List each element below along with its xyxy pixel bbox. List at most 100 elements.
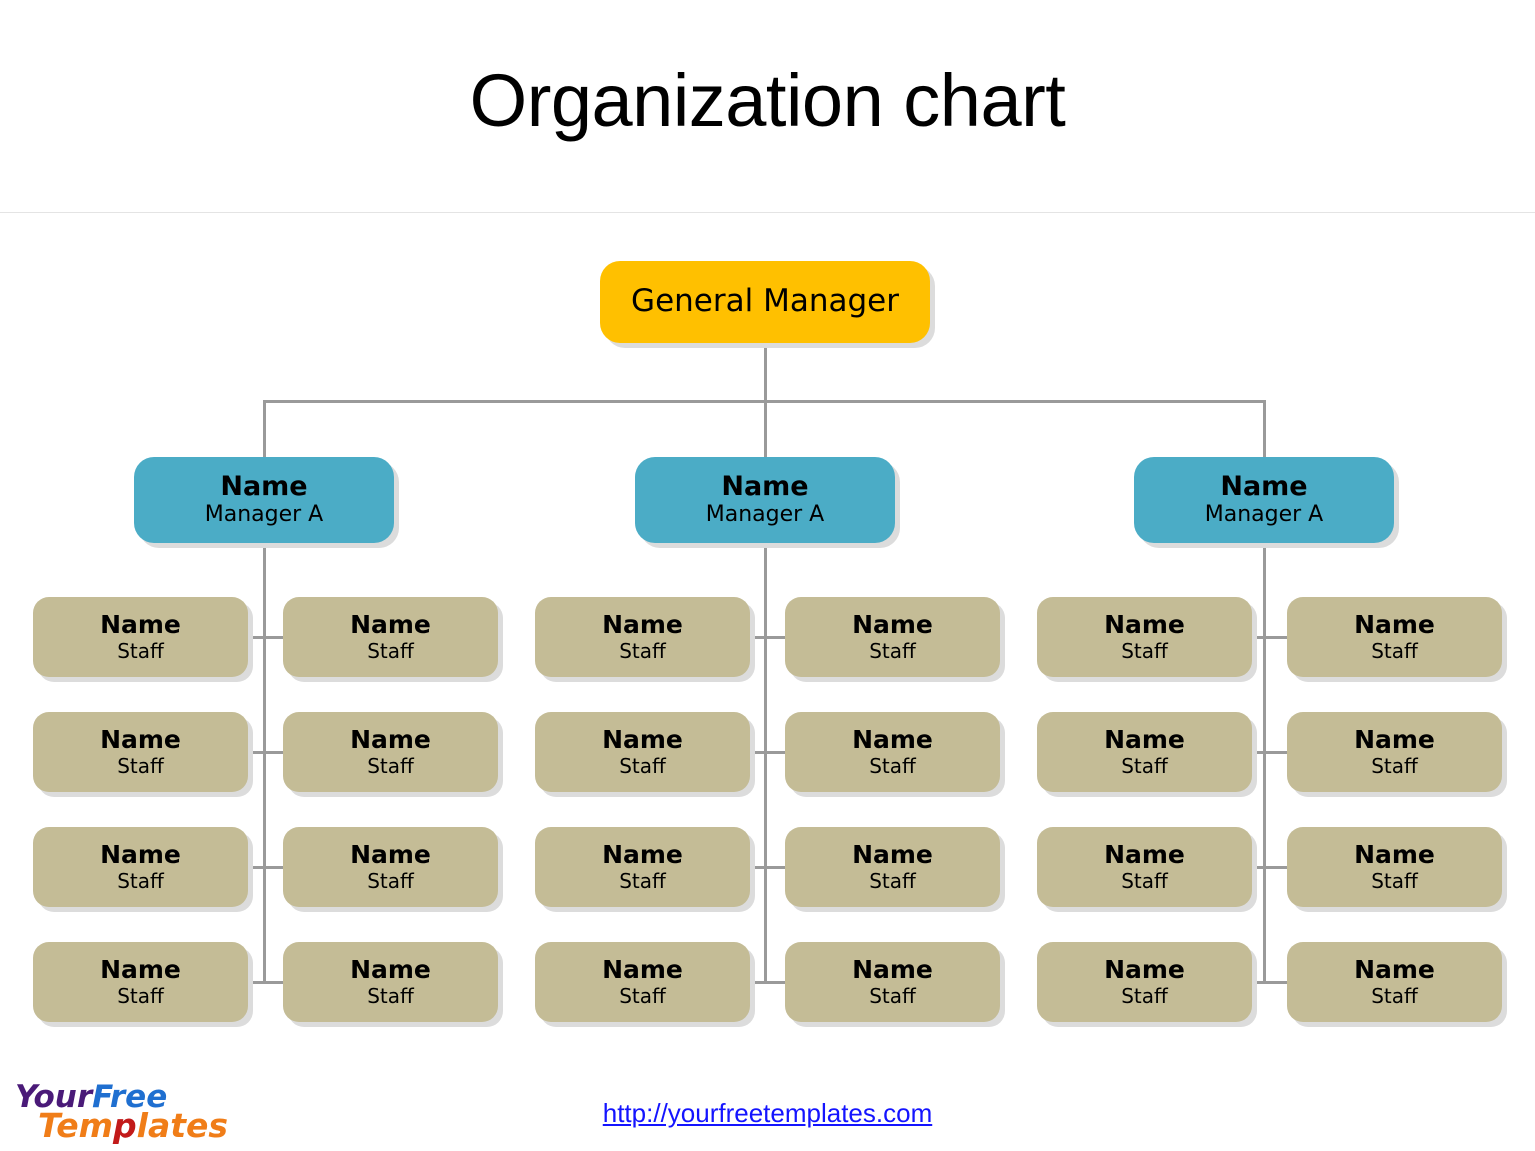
node-manager-2-role: Manager A <box>705 502 825 528</box>
node-staff-2-2-2-role: Staff <box>869 754 916 779</box>
connector-staff-spine-1 <box>263 543 266 982</box>
node-staff-2-4-1-role: Staff <box>619 984 666 1009</box>
logo-row-2: Templates <box>38 1106 228 1145</box>
node-manager-3-role: Manager A <box>1204 502 1324 528</box>
node-staff-1-1-2-role: Staff <box>367 639 414 664</box>
node-staff-3-3-1-name: Name <box>1104 839 1185 869</box>
connector-staff-stub-r-1-4 <box>263 981 283 984</box>
node-staff-1-4-2-role: Staff <box>367 984 414 1009</box>
node-staff-3-2-2-name: Name <box>1354 724 1435 754</box>
node-staff-2-1-1-role: Staff <box>619 639 666 664</box>
connector-manager-drop-2 <box>764 400 767 457</box>
connector-staff-stub-r-3-2 <box>1263 751 1287 754</box>
node-staff-2-3-2-role: Staff <box>869 869 916 894</box>
node-staff-1-3-1-role: Staff <box>117 869 164 894</box>
logo-word-free: Free <box>92 1079 168 1115</box>
node-staff-1-4-2-name: Name <box>350 954 431 984</box>
node-staff-3-4-2-role: Staff <box>1371 984 1418 1009</box>
yourfreetemplates-logo: YourFree Templates <box>10 1079 228 1145</box>
node-staff-1-3-2-name: Name <box>350 839 431 869</box>
connector-staff-stub-r-1-2 <box>263 751 283 754</box>
node-staff-3-4-1-name: Name <box>1104 954 1185 984</box>
node-manager-1-role: Manager A <box>204 502 324 528</box>
node-staff-2-4-2-name: Name <box>852 954 933 984</box>
node-staff-1-2-1-role: Staff <box>117 754 164 779</box>
connector-manager-drop-1 <box>263 400 266 457</box>
site-url[interactable]: http://yourfreetemplates.com <box>0 1098 1535 1129</box>
site-url-link[interactable]: http://yourfreetemplates.com <box>602 1098 933 1128</box>
node-staff-2-1-1-name: Name <box>602 609 683 639</box>
logo-word-tem: Tem <box>38 1106 114 1145</box>
node-staff-3-4-1-role: Staff <box>1121 984 1168 1009</box>
node-staff-1-2-1-name: Name <box>100 724 181 754</box>
node-staff-1-4-1-name: Name <box>100 954 181 984</box>
node-staff-3-2-1-role: Staff <box>1121 754 1168 779</box>
logo-row-1: YourFree <box>15 1079 167 1115</box>
connector-staff-stub-r-2-1 <box>764 636 785 639</box>
connector-staff-spine-3 <box>1263 543 1266 982</box>
node-staff-3-3-2-name: Name <box>1354 839 1435 869</box>
node-staff-1-1-1-role: Staff <box>117 639 164 664</box>
node-general-manager-name: General Manager <box>631 283 899 320</box>
connector-staff-stub-l-1-3 <box>248 866 263 869</box>
node-staff-3-4-2-name: Name <box>1354 954 1435 984</box>
connector-staff-stub-l-3-1 <box>1252 636 1263 639</box>
connector-staff-stub-r-2-3 <box>764 866 785 869</box>
connector-manager-drop-3 <box>1263 400 1266 457</box>
connector-staff-stub-r-2-4 <box>764 981 785 984</box>
node-staff-2-2-1-name: Name <box>602 724 683 754</box>
connector-staff-spine-2 <box>764 543 767 982</box>
node-manager-2-name: Name <box>721 471 809 503</box>
node-manager-3-name: Name <box>1220 471 1308 503</box>
node-general-manager[interactable]: General Manager <box>600 261 930 343</box>
node-staff-2-4-2-role: Staff <box>869 984 916 1009</box>
node-staff-1-1-2-name: Name <box>350 609 431 639</box>
node-staff-1-3-2-role: Staff <box>367 869 414 894</box>
logo-word-your: Your <box>15 1079 93 1115</box>
node-staff-1-1-1-name: Name <box>100 609 181 639</box>
node-staff-3-1-2-name: Name <box>1354 609 1435 639</box>
connector-staff-stub-r-3-4 <box>1263 981 1287 984</box>
connector-staff-stub-l-2-1 <box>750 636 764 639</box>
connector-staff-stub-l-2-4 <box>750 981 764 984</box>
connector-staff-stub-r-1-3 <box>263 866 283 869</box>
connector-staff-stub-r-3-1 <box>1263 636 1287 639</box>
logo-word-lates: lates <box>136 1106 229 1145</box>
connector-staff-stub-l-1-2 <box>248 751 263 754</box>
logo-word-p: p <box>113 1106 137 1145</box>
node-manager-1-name: Name <box>220 471 308 503</box>
node-staff-1-4-1-role: Staff <box>117 984 164 1009</box>
node-staff-3-2-2-role: Staff <box>1371 754 1418 779</box>
connector-staff-stub-l-3-4 <box>1252 981 1263 984</box>
node-staff-2-2-1-role: Staff <box>619 754 666 779</box>
node-staff-3-1-1-role: Staff <box>1121 639 1168 664</box>
connector-staff-stub-l-3-2 <box>1252 751 1263 754</box>
